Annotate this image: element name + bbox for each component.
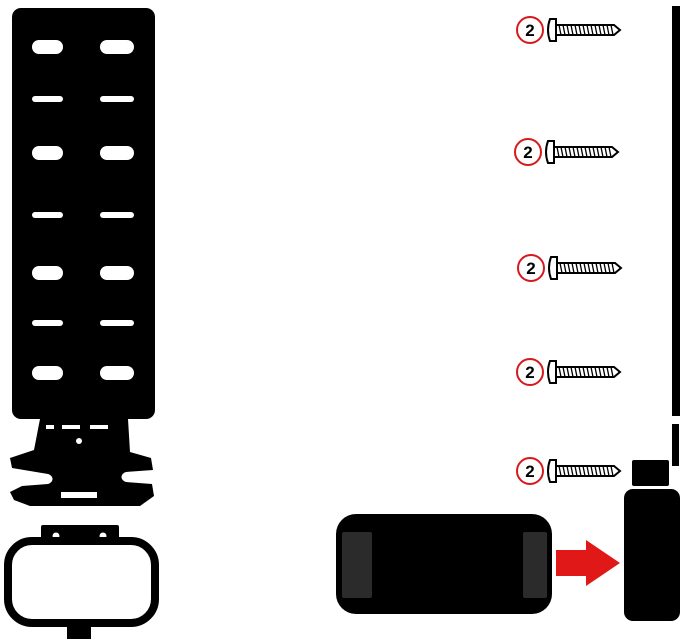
screw-quantity: 2 xyxy=(525,21,534,40)
screw-icon xyxy=(547,18,622,42)
screw-icon xyxy=(547,360,622,384)
end-cap xyxy=(624,460,680,621)
clamp-ring xyxy=(4,525,159,639)
clip-bracket xyxy=(10,419,154,506)
screw-icon xyxy=(545,140,620,164)
quantity-callout-icon xyxy=(517,254,545,282)
cylindrical-cup xyxy=(336,514,552,614)
quantity-callout-icon xyxy=(516,16,544,44)
insert-arrow-icon xyxy=(556,540,620,586)
screw-callout: 2 xyxy=(514,138,620,166)
screw-quantity: 2 xyxy=(525,462,534,481)
screw-icon xyxy=(548,256,623,280)
slotted-mounting-plate xyxy=(12,8,155,419)
screw-callout: 2 xyxy=(516,457,622,485)
screw-callout: 2 xyxy=(517,254,623,282)
screw-quantity: 2 xyxy=(525,363,534,382)
screw-group: 2 2 2 2 2 xyxy=(514,16,623,485)
screw-icon xyxy=(547,459,622,483)
quantity-callout-icon xyxy=(516,358,544,386)
mounting-rail xyxy=(672,6,680,466)
screw-callout: 2 xyxy=(516,16,622,44)
quantity-callout-icon xyxy=(514,138,542,166)
screw-quantity: 2 xyxy=(523,143,532,162)
screw-callout: 2 xyxy=(516,358,622,386)
screw-quantity: 2 xyxy=(526,259,535,278)
quantity-callout-icon xyxy=(516,457,544,485)
